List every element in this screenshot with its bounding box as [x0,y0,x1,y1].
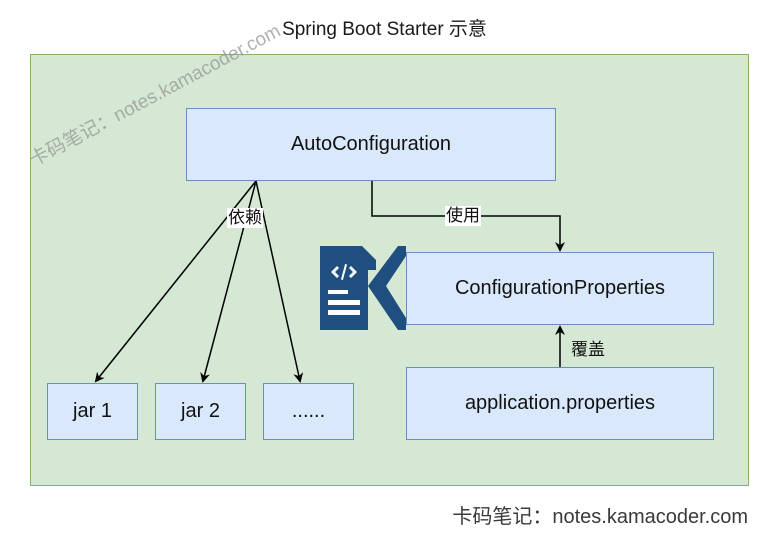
node-application-properties: application.properties [406,367,714,440]
diagram-title: Spring Boot Starter 示意 [282,19,487,40]
edge-label-override: 覆盖 [571,340,605,359]
node-configuration-properties: ConfigurationProperties [406,252,714,325]
node-jar-2: jar 2 [155,383,246,440]
arrow-depends-more [255,180,304,383]
watermark-bottom: 卡码笔记：notes.kamacoder.com [452,506,748,528]
edge-label-use: 使用 [445,206,481,226]
node-jar-more: ...... [263,383,354,440]
kamacoder-logo-icon [320,246,406,330]
node-auto-configuration: AutoConfiguration [186,108,556,181]
edge-label-depends: 依赖 [227,208,263,228]
node-jar-1: jar 1 [47,383,138,440]
